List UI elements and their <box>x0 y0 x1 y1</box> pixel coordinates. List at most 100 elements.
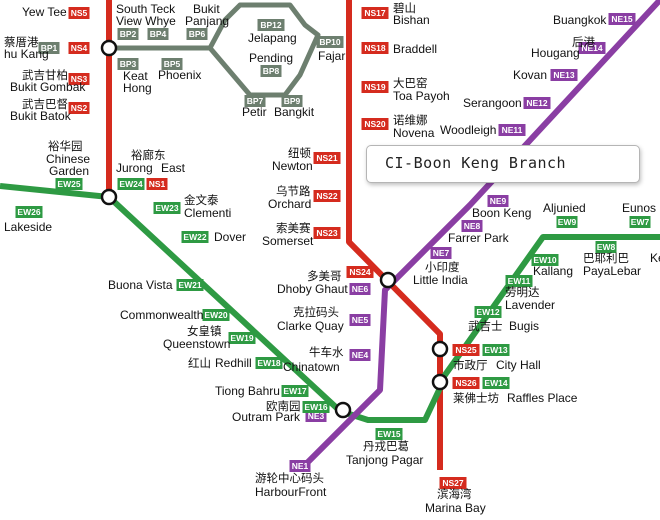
station-code: NS26 <box>455 378 477 388</box>
code-badge-bg <box>161 58 183 70</box>
station-code: BP4 <box>150 29 167 39</box>
station-code-badge: NE7 <box>430 247 452 259</box>
code-badge-bg <box>146 178 168 190</box>
code-badge-bg <box>186 28 208 40</box>
station-code: EW14 <box>484 378 507 388</box>
station-label: 武吉巴督 <box>22 97 68 111</box>
station-code-badge: EW23 <box>153 202 181 214</box>
code-badge-bg <box>228 332 256 344</box>
station-label: Boon Keng <box>472 206 531 220</box>
station-label: Braddell <box>393 42 437 56</box>
station-label: 克拉码头 <box>293 305 339 319</box>
station-code: EW10 <box>533 255 556 265</box>
station-label: Bugis <box>509 319 539 333</box>
station-code-badge: EW8 <box>595 241 617 253</box>
code-badge-bg <box>281 385 309 397</box>
station-code-badge: NS5 <box>68 7 90 19</box>
code-badge-bg <box>147 28 169 40</box>
station-code: NS18 <box>364 43 386 53</box>
station-label: Redhill <box>215 356 252 370</box>
station-label: Novena <box>393 126 435 140</box>
station-code: NE14 <box>581 43 603 53</box>
station-label: Aljunied <box>543 201 586 215</box>
station-label: Dover <box>214 230 246 244</box>
station-label: Kovan <box>513 68 547 82</box>
station-label: 武吉甘柏 <box>22 68 68 82</box>
station-code: EW20 <box>204 310 227 320</box>
station-label: 莱佛士坊 <box>453 391 499 405</box>
station-code-badge: EW15 <box>375 428 403 440</box>
station-code: BP7 <box>247 96 264 106</box>
station-code: EW9 <box>558 217 577 227</box>
station-code-badge: EW10 <box>531 254 559 266</box>
interchange-city-hall[interactable] <box>431 340 449 358</box>
code-badge-bg <box>15 206 43 218</box>
code-badge-bg <box>316 36 344 48</box>
station-label: Petir <box>242 105 267 119</box>
station-code-badge: NE4 <box>349 349 371 361</box>
station-label: Commonwealth <box>120 308 203 322</box>
station-code-badge: NE14 <box>578 42 606 54</box>
code-badge-bg <box>608 13 636 25</box>
station-label: 小印度 <box>425 260 460 274</box>
station-code-badge: NE6 <box>349 283 371 295</box>
code-badge-bg <box>117 58 139 70</box>
station-label: Bishan <box>393 13 430 27</box>
station-code-badge: EW25 <box>55 178 83 190</box>
station-code: EW7 <box>631 217 650 227</box>
code-badge-bg <box>439 477 467 489</box>
line-bp <box>109 2 321 98</box>
station-label: 大巴窑 <box>393 76 428 90</box>
code-layer: NS5NS4NS3NS2NS1BP1BP2BP3BP4BP5BP6BP7BP8B… <box>15 7 651 489</box>
interchange-jurong-east[interactable] <box>100 188 118 206</box>
station-label: Ke <box>650 251 660 265</box>
station-label: 劳明达 <box>505 285 540 299</box>
station-label: 牛车水 <box>309 345 344 359</box>
interchange-raffles-place[interactable] <box>431 373 449 391</box>
station-code-badge: NS27 <box>439 477 467 489</box>
station-label: 市政厅 <box>453 358 488 372</box>
interchange-outram-park[interactable] <box>334 401 352 419</box>
code-badge-bg <box>302 401 330 413</box>
station-label: Panjang <box>185 14 229 28</box>
code-badge-bg <box>181 231 209 243</box>
station-code-badge: NS21 <box>313 152 341 164</box>
code-badge-bg <box>117 178 145 190</box>
code-badge-bg <box>55 178 83 190</box>
station-code: NS5 <box>71 8 88 18</box>
station-code-badge: NE13 <box>550 69 578 81</box>
station-code: NE6 <box>352 284 369 294</box>
station-code: NS27 <box>442 478 464 488</box>
station-code: EW19 <box>230 333 253 343</box>
station-label: Jurong <box>116 161 153 175</box>
station-code: NE15 <box>611 14 633 24</box>
code-badge-bg <box>578 42 606 54</box>
station-label: City Hall <box>496 358 541 372</box>
code-badge-bg <box>244 95 266 107</box>
station-code: NE12 <box>526 98 548 108</box>
interchange-bukit-panjang[interactable] <box>100 39 118 57</box>
station-code: NS25 <box>455 345 477 355</box>
code-badge-bg <box>595 241 617 253</box>
station-code: NS4 <box>71 43 88 53</box>
station-label: Raffles Place <box>507 391 578 405</box>
station-code-badge: EW21 <box>176 279 204 291</box>
station-code-badge: NS2 <box>68 102 90 114</box>
code-badge-bg <box>117 28 139 40</box>
station-code: NS24 <box>349 267 371 277</box>
station-code-badge: NS3 <box>68 73 90 85</box>
station-label: Kallang <box>533 264 573 278</box>
station-label: 金文泰 <box>184 193 219 207</box>
interchange-dhoby-ghaut[interactable] <box>379 271 397 289</box>
code-badge-bg <box>523 97 551 109</box>
station-code-badge: BP6 <box>186 28 208 40</box>
station-label: Yew Tee <box>22 5 67 19</box>
code-badge-bg <box>461 220 483 232</box>
station-label: Bangkit <box>274 105 315 119</box>
station-label: Tanjong Pagar <box>346 453 423 467</box>
station-code: NS19 <box>364 82 386 92</box>
station-code: EW15 <box>377 429 400 439</box>
station-code: NS2 <box>71 103 88 113</box>
station-label: Queenstown <box>163 337 230 351</box>
station-code: EW21 <box>178 280 201 290</box>
